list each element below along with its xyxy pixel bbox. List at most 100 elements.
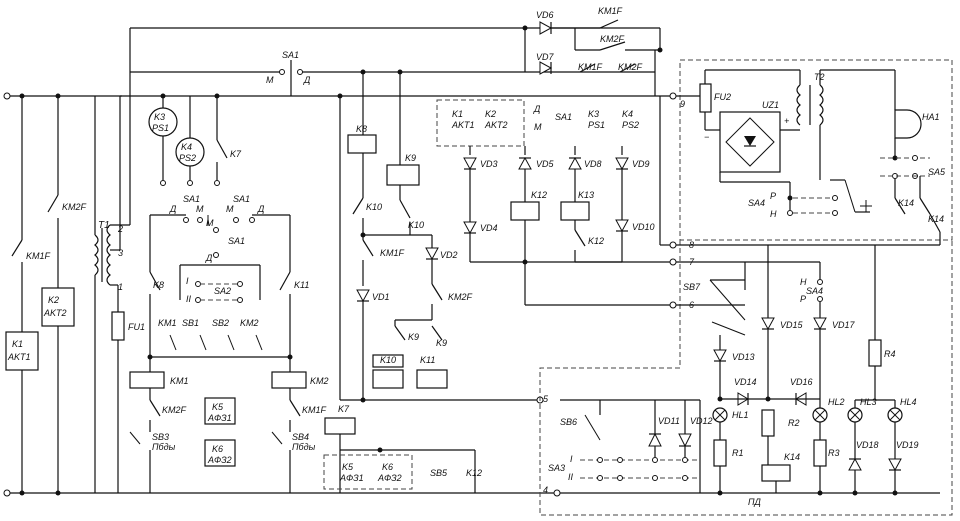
svg-text:+: + (784, 116, 789, 126)
svg-text:SB3: SB3 (152, 432, 169, 442)
svg-text:K3: K3 (588, 109, 599, 119)
svg-text:K9: K9 (408, 332, 419, 342)
svg-text:VD13: VD13 (732, 352, 755, 362)
k1-sub: AKT1 (7, 352, 31, 362)
svg-text:VD8: VD8 (584, 159, 602, 169)
transformer-t1: T1 2 3 1 FU1 (94, 28, 145, 493)
svg-text:AФЗ1: AФЗ1 (339, 473, 364, 483)
svg-text:KM1: KM1 (158, 318, 177, 328)
coil-k9 (386, 164, 420, 186)
relay-k5 (204, 397, 236, 425)
svg-text:SA3: SA3 (548, 463, 565, 473)
svg-text:VD11: VD11 (658, 416, 680, 426)
svg-text:K11: K11 (420, 355, 435, 365)
svg-text:AФЗ2: AФЗ2 (207, 455, 232, 465)
km1f-top-label: KM1F (598, 6, 623, 16)
km2-label: KM2 (310, 376, 329, 386)
svg-text:K5: K5 (212, 402, 224, 412)
sa1-switch: SA1 SA1 Д M M Д M SA1 Д I II SA2 (149, 194, 291, 304)
svg-text:AKT1: AKT1 (451, 120, 475, 130)
svg-text:VD18: VD18 (856, 440, 879, 450)
svg-text:Д: Д (533, 104, 541, 114)
svg-text:Д: Д (303, 75, 311, 85)
svg-text:PS2: PS2 (179, 153, 196, 163)
svg-text:SB4: SB4 (292, 432, 309, 442)
fu1-label: FU1 (128, 322, 145, 332)
svg-text:K9: K9 (405, 153, 416, 163)
k1-label: K1 (12, 339, 23, 349)
svg-text:K6: K6 (382, 462, 393, 472)
svg-text:SA4: SA4 (748, 198, 765, 208)
svg-text:Д: Д (257, 204, 265, 214)
km1-label: KM1 (170, 376, 189, 386)
svg-text:4: 4 (543, 485, 548, 495)
resistor-r1 (713, 439, 727, 467)
svg-text:VD3: VD3 (480, 159, 498, 169)
svg-text:SA5: SA5 (928, 167, 946, 177)
fuse-fu2 (699, 83, 712, 113)
coil-k14 (761, 464, 791, 482)
svg-text:Д: Д (169, 204, 177, 214)
relay-k2-coil (41, 287, 75, 327)
svg-text:VD2: VD2 (440, 250, 458, 260)
svg-text:M: M (534, 122, 542, 132)
power-dashed-box (679, 59, 953, 241)
svg-text:Д: Д (205, 253, 213, 263)
vd7-label: VD7 (536, 52, 555, 62)
coil-k10 (372, 369, 404, 389)
resistor-r2 (761, 409, 775, 437)
svg-text:PS2: PS2 (622, 120, 639, 130)
svg-text:K13: K13 (578, 190, 594, 200)
svg-text:I: I (570, 454, 573, 464)
svg-text:SA4: SA4 (806, 286, 823, 296)
svg-text:K10: K10 (366, 202, 382, 212)
mains-terminal-top (3, 92, 11, 100)
svg-text:VD5: VD5 (536, 159, 555, 169)
coil-k13 (560, 201, 590, 221)
svg-text:K7: K7 (338, 404, 350, 414)
svg-text:K2: K2 (485, 109, 496, 119)
svg-text:UZ1: UZ1 (762, 100, 779, 110)
svg-text:VD4: VD4 (480, 223, 498, 233)
svg-text:PS1: PS1 (152, 123, 169, 133)
coil-k11 (416, 369, 448, 389)
svg-text:KM1F: KM1F (380, 248, 405, 258)
svg-text:K10: K10 (408, 220, 424, 230)
svg-text:KM2: KM2 (240, 318, 259, 328)
svg-text:HL3: HL3 (860, 397, 877, 407)
svg-text:VD14: VD14 (734, 377, 757, 387)
svg-text:K8: K8 (356, 124, 367, 134)
svg-text:SB6: SB6 (560, 417, 577, 427)
svg-text:II: II (186, 294, 192, 304)
svg-text:HL1: HL1 (732, 410, 749, 420)
k7-contact-label: K7 (230, 149, 242, 159)
svg-text:AФЗ2: AФЗ2 (377, 473, 402, 483)
svg-text:P: P (800, 294, 806, 304)
svg-text:VD12: VD12 (690, 416, 713, 426)
svg-text:VD9: VD9 (632, 159, 650, 169)
svg-text:SA1: SA1 (183, 194, 200, 204)
svg-text:VD19: VD19 (896, 440, 919, 450)
vd1-label: VD1 (372, 292, 390, 302)
svg-text:H: H (800, 277, 807, 287)
svg-text:M: M (206, 218, 214, 228)
k5-k6-dashed-box (323, 454, 413, 490)
coil-k8 (347, 134, 377, 154)
svg-text:SB5: SB5 (430, 468, 448, 478)
mains-section: KM1F K1 AKT1 KM2F K2 AKT2 (3, 92, 555, 497)
svg-text:9: 9 (680, 99, 685, 109)
vd6-vd7-block: VD6 VD7 KM1F KM2F KM1F KM2F (522, 6, 663, 96)
svg-text:K10: K10 (380, 355, 396, 365)
pd-label: ПД (748, 497, 762, 507)
svg-text:Пбды: Пбды (152, 442, 176, 452)
km2f-top-label: KM2F (600, 34, 625, 44)
coil-km1 (129, 371, 165, 389)
resistor-r4 (868, 339, 882, 367)
svg-text:P: P (770, 191, 776, 201)
svg-text:R3: R3 (828, 448, 840, 458)
svg-text:K12: K12 (466, 468, 482, 478)
svg-text:H: H (770, 209, 777, 219)
svg-text:VD16: VD16 (790, 377, 813, 387)
coil-k7 (324, 417, 356, 435)
